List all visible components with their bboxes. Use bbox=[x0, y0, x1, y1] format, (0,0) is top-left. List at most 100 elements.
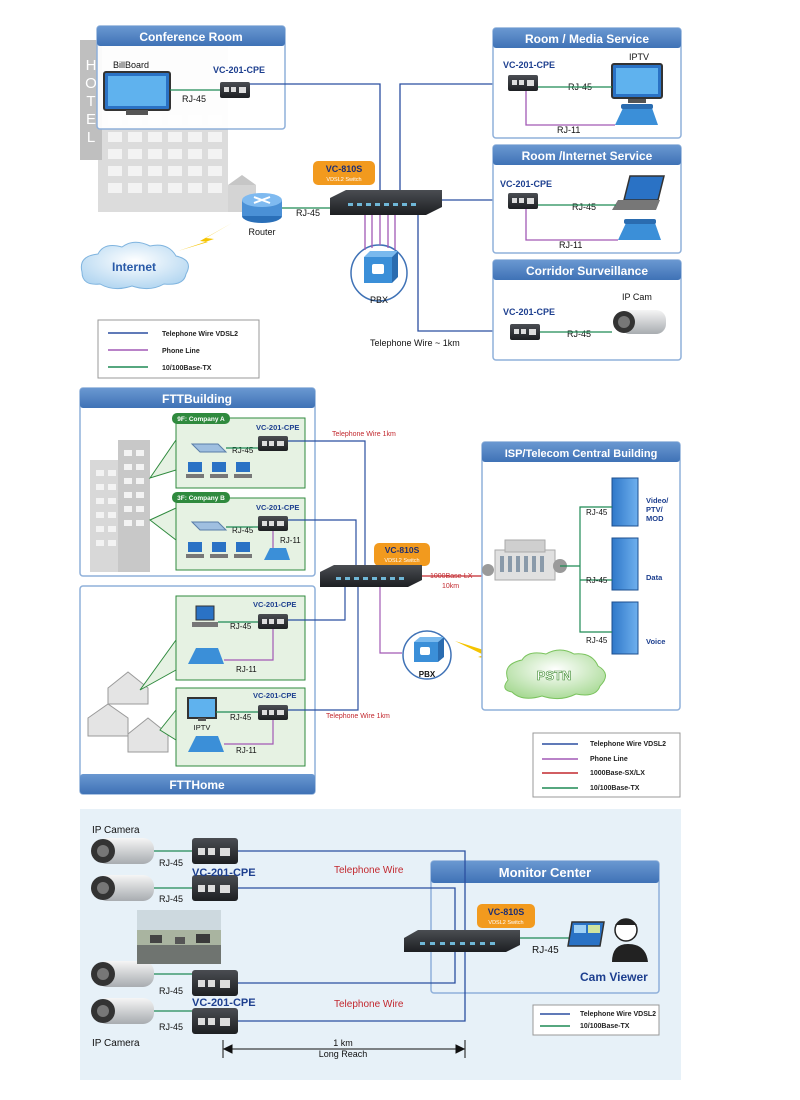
hotel-letter: O bbox=[85, 75, 97, 92]
vdsl-cpe-icon bbox=[258, 705, 288, 720]
cpe-label: VC-201-CPE bbox=[500, 179, 552, 189]
panel-title: Conference Room bbox=[139, 30, 242, 44]
iptv-monitor-icon bbox=[187, 697, 217, 721]
cpe-label: VC-201-CPE bbox=[256, 503, 299, 512]
panel-title: Room /Internet Service bbox=[522, 149, 653, 163]
telephone-wire-label: Telephone Wire ~ 1km bbox=[370, 338, 460, 348]
rj11-label: RJ-11 bbox=[559, 240, 582, 250]
cam-viewer-icon bbox=[567, 918, 648, 962]
vdsl-cpe-icon bbox=[258, 516, 288, 531]
vdsl-cpe-icon bbox=[220, 82, 250, 98]
telephone-wire-label: Telephone Wire bbox=[334, 999, 404, 1010]
cpe-label: VC-201-CPE bbox=[503, 60, 555, 70]
legend-item: Phone Line bbox=[162, 348, 200, 355]
section-hotel: H O T E L Conference Room BillBoard RJ-4… bbox=[80, 25, 682, 379]
phone-icon bbox=[615, 104, 658, 125]
rj45-label: RJ-45 bbox=[159, 986, 183, 996]
lightning-icon bbox=[178, 223, 232, 251]
panel-title: Room / Media Service bbox=[525, 32, 649, 46]
server-label: MOD bbox=[646, 514, 664, 523]
router-icon bbox=[242, 193, 282, 223]
legend-section1: Telephone Wire VDSL2 Phone Line 10/100Ba… bbox=[97, 319, 260, 379]
switch-subtitle: VDSL2 Switch bbox=[326, 177, 361, 183]
ip-camera-label: IP Camera bbox=[92, 1038, 140, 1049]
legend-item: Telephone Wire VDSL2 bbox=[590, 741, 666, 748]
fiber-distance: 10km bbox=[442, 583, 459, 590]
legend-section3: Telephone Wire VDSL2 10/100Base-TX bbox=[532, 1004, 660, 1036]
hub-icon bbox=[190, 521, 228, 531]
switch-model: VC-810S bbox=[385, 545, 420, 555]
ip-camera-label: IP Camera bbox=[92, 825, 140, 836]
fiber-label: 1000Base-LX bbox=[430, 573, 473, 580]
rj45-label: RJ-45 bbox=[532, 945, 559, 956]
panel-title: FTTHome bbox=[169, 778, 225, 792]
rj11-label: RJ-11 bbox=[557, 125, 580, 135]
vdsl-cpe-icon bbox=[508, 193, 538, 209]
rj45-label: RJ-45 bbox=[230, 713, 252, 722]
vdsl-cpe-icon bbox=[192, 838, 238, 1034]
distance-arrow bbox=[222, 1040, 466, 1058]
rj45-label: RJ-45 bbox=[572, 202, 596, 212]
panel-title: Corridor Surveillance bbox=[526, 264, 648, 278]
legend-item: 1000Base-SX/LX bbox=[590, 770, 645, 777]
server-label: PTV/ bbox=[646, 505, 664, 514]
legend-item: 10/100Base-TX bbox=[580, 1023, 630, 1030]
switch-badge: VC-810S VDSL2 Switch bbox=[313, 161, 375, 185]
switch-badge: VC-810S VDSL2 Switch bbox=[477, 904, 535, 928]
hotel-letter: T bbox=[86, 93, 95, 110]
ipcam-label: IP Cam bbox=[622, 292, 652, 302]
legend-item: Telephone Wire VDSL2 bbox=[580, 1011, 656, 1018]
wire-label: Telephone Wire 1km bbox=[326, 713, 390, 720]
server-label: Voice bbox=[646, 637, 665, 646]
server-label: Video/ bbox=[646, 496, 669, 505]
rj45-label: RJ-45 bbox=[159, 858, 183, 868]
phone-icon bbox=[264, 548, 290, 560]
vdsl2-switch-icon bbox=[320, 565, 422, 587]
phone-icon bbox=[188, 648, 224, 664]
rj11-label: RJ-11 bbox=[280, 536, 301, 545]
panel-isp-central: ISP/Telecom Central Building Video/ PTV/… bbox=[481, 441, 681, 711]
group-label: 9F: Company A bbox=[177, 416, 225, 423]
switch-model: VC-810S bbox=[488, 907, 525, 917]
rj45-label: RJ-45 bbox=[232, 446, 254, 455]
switch-model: VC-810S bbox=[326, 164, 363, 174]
legend-item: Phone Line bbox=[590, 756, 628, 763]
panel-conference-room: Conference Room BillBoard RJ-45 VC-201-C… bbox=[96, 25, 286, 130]
panel-title: ISP/Telecom Central Building bbox=[505, 448, 658, 460]
panel-room-media: Room / Media Service VC-201-CPE RJ-45 IP… bbox=[492, 27, 682, 139]
wires-section3 bbox=[154, 850, 572, 1022]
hotel-letter: H bbox=[86, 57, 97, 74]
rj45-label: RJ-45 bbox=[159, 1022, 183, 1032]
pbx-label: PBX bbox=[370, 295, 388, 305]
central-building-icon bbox=[482, 539, 567, 581]
rj45-label: RJ-45 bbox=[586, 508, 608, 517]
server-label: Data bbox=[646, 573, 663, 582]
vdsl-cpe-icon bbox=[510, 324, 540, 340]
switch-subtitle: VDSL2 Switch bbox=[488, 920, 523, 926]
wires-section2 bbox=[288, 440, 488, 711]
legend-item: 10/100Base-TX bbox=[162, 365, 212, 372]
distance-label: 1 km bbox=[333, 1038, 353, 1048]
iptv-monitor-icon bbox=[611, 63, 663, 103]
long-reach-label: Long Reach bbox=[319, 1049, 368, 1059]
hotel-letter: E bbox=[86, 111, 96, 128]
cpe-label: VC-201-CPE bbox=[192, 997, 256, 1009]
rj11-label: RJ-11 bbox=[236, 665, 257, 674]
group-label: 3F: Company B bbox=[177, 495, 225, 502]
ip-camera-icon bbox=[613, 310, 666, 334]
panel-title: Monitor Center bbox=[499, 865, 591, 880]
pbx-icon bbox=[350, 244, 408, 302]
vdsl-cpe-icon bbox=[258, 614, 288, 629]
iptv-label: IPTV bbox=[194, 723, 211, 732]
rj45-label: RJ-45 bbox=[182, 94, 206, 104]
vdsl-cpe-icon bbox=[508, 75, 538, 91]
hotel-letter: L bbox=[87, 129, 95, 146]
router-label: Router bbox=[248, 227, 275, 237]
pstn-label: PSTN bbox=[537, 668, 572, 683]
pc-icon bbox=[186, 462, 252, 478]
wires-section1 bbox=[170, 83, 510, 332]
cpe-label: VC-201-CPE bbox=[192, 867, 256, 879]
panel-room-internet: Room /Internet Service VC-201-CPE RJ-45 … bbox=[492, 144, 682, 254]
panel-monitor-center: Monitor Center bbox=[430, 860, 660, 994]
